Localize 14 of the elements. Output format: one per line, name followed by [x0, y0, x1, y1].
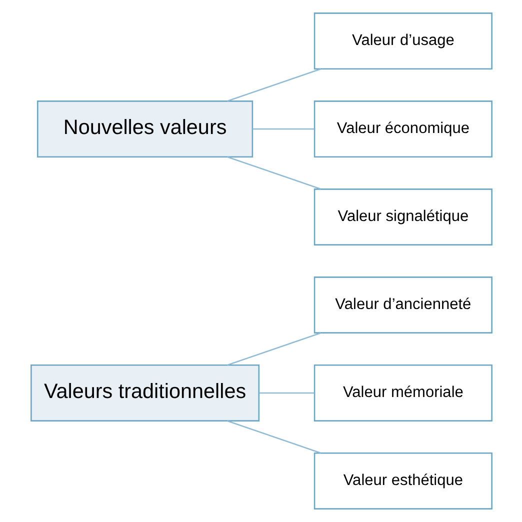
connector: [258, 392, 314, 394]
connector: [226, 420, 320, 454]
node-box: Valeur économique: [313, 100, 492, 158]
connector: [226, 68, 320, 102]
node-box: Valeurs traditionnelles: [30, 364, 260, 422]
node-box: Valeur signalétique: [313, 188, 492, 246]
connector: [252, 128, 314, 130]
node-box: Nouvelles valeurs: [36, 100, 253, 158]
connector: [226, 332, 320, 366]
node-box: Valeur mémoriale: [313, 364, 492, 422]
node-box: Valeur d’usage: [313, 12, 492, 70]
node-box: Valeur esthétique: [313, 452, 492, 510]
node-box: Valeur d’ancienneté: [313, 276, 492, 334]
connector: [226, 156, 320, 190]
